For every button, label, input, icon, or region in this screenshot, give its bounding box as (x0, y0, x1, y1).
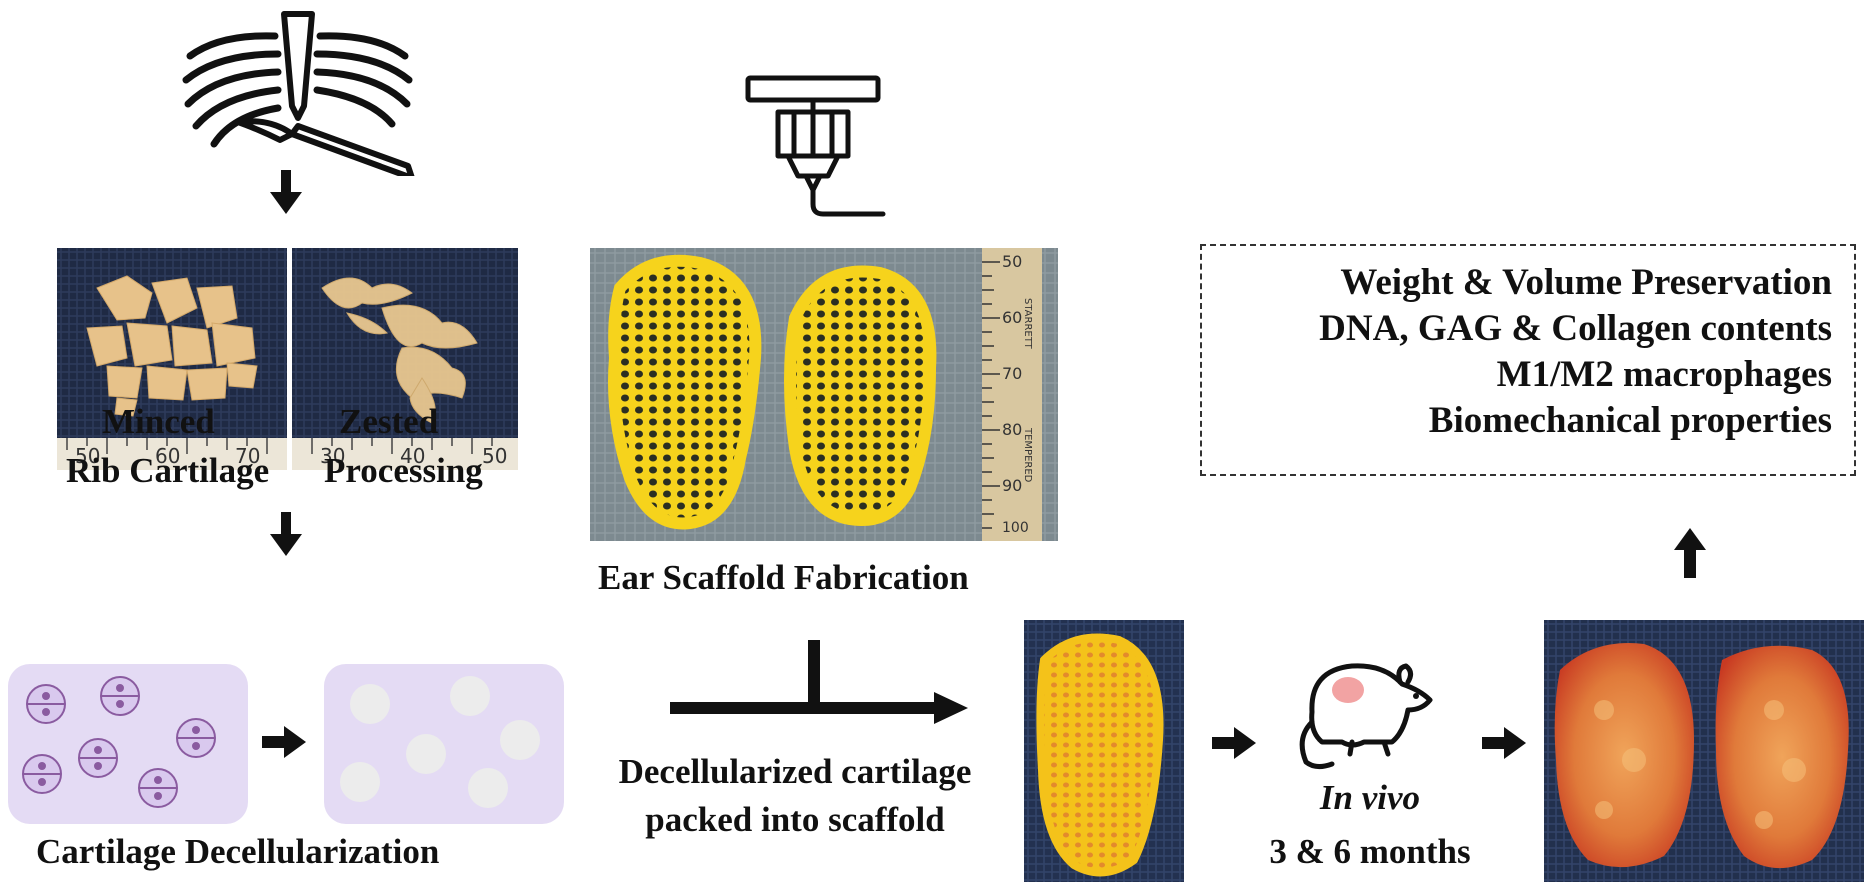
ruler-tick-label: 50 (482, 444, 508, 468)
ruler-tick-label: 100 (1002, 520, 1029, 536)
arrow-right-icon (262, 726, 306, 758)
zested-label: Zested (339, 402, 439, 441)
packing-label-line1: Decellularized cartilage (618, 752, 972, 791)
arrow-right-icon (1212, 727, 1256, 759)
ruler-tick-label: 30 (320, 444, 346, 468)
outcome-item: M1/M2 macrophages (1496, 354, 1832, 395)
packed-scaffold-photo (1024, 620, 1184, 882)
in-vivo-label: In vivo (1319, 778, 1421, 817)
outcomes-box: Weight & Volume Preservation DNA, GAG & … (1200, 244, 1856, 476)
duration-label: 3 & 6 months (1269, 832, 1471, 871)
cellular-cartilage-box (8, 664, 248, 824)
scaffold-label: Ear Scaffold Fabrication (598, 558, 969, 597)
ruler-brand-text: TEMPERED (1022, 428, 1033, 483)
ruler-tick-label: 60 (155, 444, 181, 468)
decellularized-cartilage-box (324, 664, 564, 824)
rat-icon (1299, 663, 1433, 770)
explant-photo (1544, 620, 1864, 882)
ruler-tick-label: 80 (1002, 420, 1023, 439)
ruler-tick-label: 90 (1002, 476, 1023, 495)
ruler-tick-label: 60 (1002, 308, 1023, 327)
packing-label-line2: packed into scaffold (645, 800, 945, 839)
minced-label: Minced (102, 402, 215, 441)
ribcage-scalpel-icon (182, 11, 415, 176)
ruler-tick-label: 50 (75, 444, 101, 468)
outcome-item: DNA, GAG & Collagen contents (1319, 308, 1832, 349)
outcome-item: Biomechanical properties (1428, 400, 1832, 441)
ruler-tick-label: 40 (400, 444, 426, 468)
ruler-tick-label: 70 (235, 444, 261, 468)
combine-arrow-icon (670, 640, 968, 724)
rib-cartilage-label: Rib Cartilage (66, 451, 270, 490)
processing-label: Processing (324, 451, 483, 490)
ruler-tick-label: 70 (1002, 364, 1023, 383)
ruler-tick-label: 50 (1002, 252, 1023, 271)
decellularization-label: Cartilage Decellularization (36, 832, 440, 871)
zested-cartilage-photo: 30 40 50 (292, 248, 518, 470)
3d-printer-icon (745, 75, 886, 217)
arrow-down-icon (270, 170, 302, 214)
arrow-right-icon (1482, 727, 1526, 759)
arrow-down-icon (270, 512, 302, 556)
arrow-up-icon (1674, 528, 1706, 578)
ear-scaffold-photo: 50 60 70 80 90 100 STARRETT TEMPERED (590, 248, 1058, 541)
ruler-brand-text: STARRETT (1022, 298, 1033, 349)
minced-cartilage-photo: 50 60 70 (57, 248, 287, 470)
outcome-item: Weight & Volume Preservation (1340, 262, 1832, 303)
